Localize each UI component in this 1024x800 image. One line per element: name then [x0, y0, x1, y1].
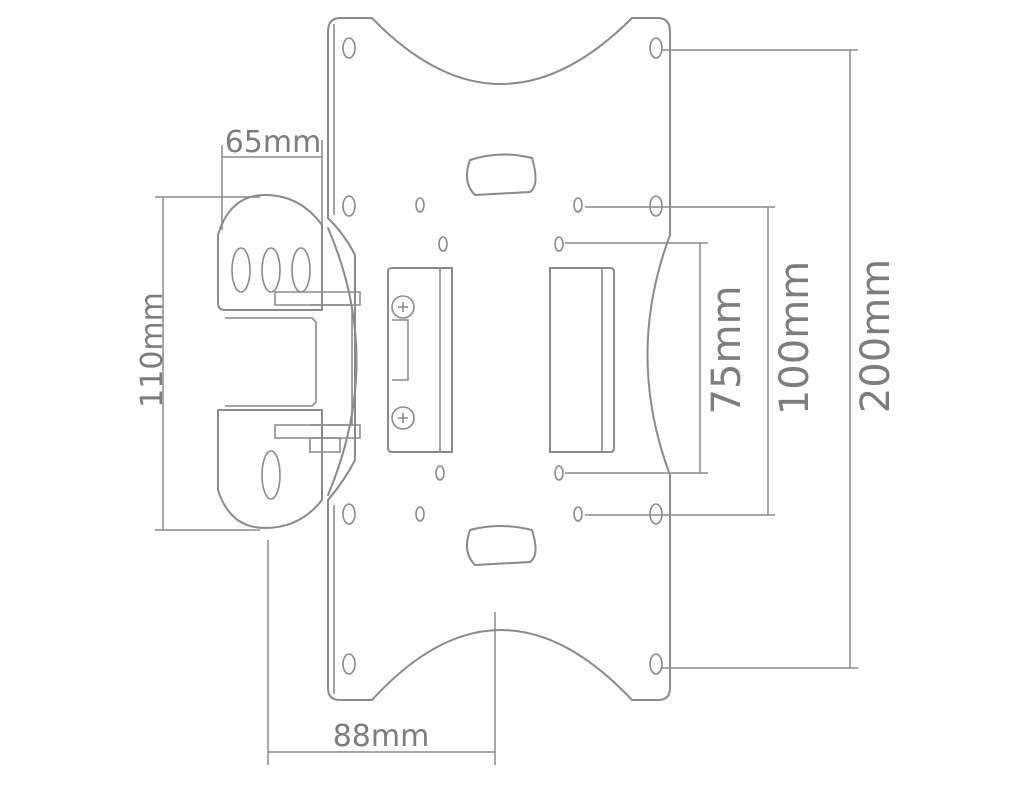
vesa-plate	[327, 17, 671, 701]
label-75mm: 75mm	[704, 286, 750, 415]
label-110mm: 110mm	[135, 292, 170, 408]
label-88mm: 88mm	[333, 719, 430, 754]
top-tab	[465, 153, 537, 196]
label-100mm: 100mm	[772, 261, 818, 415]
center-brackets	[387, 267, 615, 453]
label-200mm: 200mm	[853, 259, 899, 413]
label-65mm: 65mm	[225, 125, 322, 160]
mounting-holes	[342, 37, 663, 675]
dimension-lines	[155, 49, 858, 765]
bottom-tab	[465, 525, 537, 566]
wall-plate	[217, 194, 361, 529]
